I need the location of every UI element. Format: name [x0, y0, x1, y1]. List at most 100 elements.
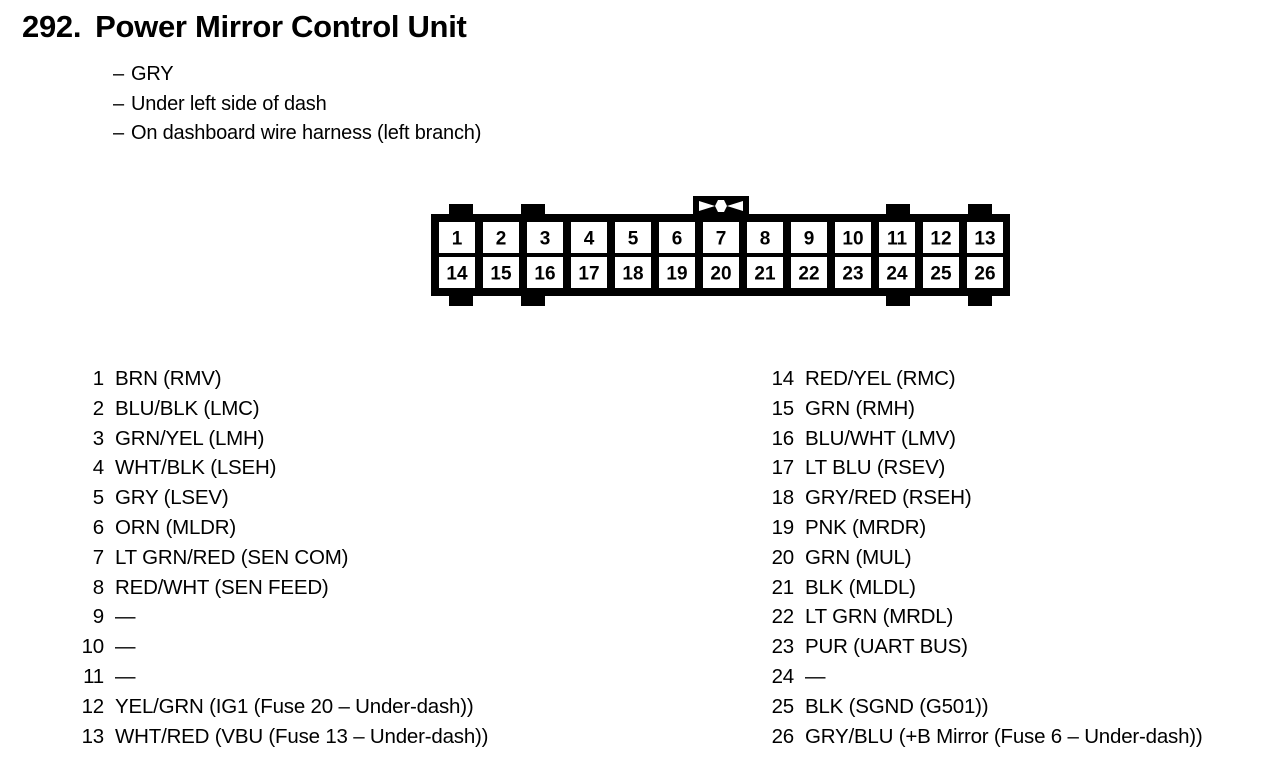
pin-list-item: 4 WHT/BLK (LSEH) — [78, 453, 678, 483]
pin-description: ORN (MLDR) — [115, 515, 236, 539]
pin-list-item: 3 GRN/YEL (LMH) — [78, 424, 678, 454]
connector-pin-19: 19 — [666, 264, 687, 285]
bullet-dash-icon: – — [113, 92, 124, 115]
connector-pin-15: 15 — [490, 264, 512, 285]
pin-number: 19 — [771, 515, 795, 539]
pin-number: 8 — [92, 575, 104, 599]
pin-description: GRN (MUL) — [805, 545, 912, 569]
description-bullet: –Under left side of dash — [113, 90, 813, 120]
connector-pin-9: 9 — [804, 229, 815, 250]
pin-number: 2 — [92, 396, 104, 420]
pin-description: — — [115, 605, 136, 629]
pin-number: 11 — [83, 664, 104, 688]
connector-pin-16: 16 — [534, 264, 555, 285]
pin-number: 24 — [771, 664, 795, 688]
pin-list-item: 18 GRY/RED (RSEH) — [768, 483, 1278, 513]
pin-description: PUR (UART BUS) — [805, 635, 968, 659]
pin-number: 15 — [771, 396, 795, 420]
pin-description: WHT/RED (VBU (Fuse 13 – Under-dash)) — [115, 724, 489, 748]
bowtie-latch-icon — [699, 200, 743, 212]
pin-list-item: 9— — [78, 602, 678, 632]
connector-pin-4: 4 — [584, 229, 595, 250]
pin-list-item: 6 ORN (MLDR) — [78, 513, 678, 543]
page-title-number: 292. — [22, 9, 82, 44]
pin-description: GRN/YEL (LMH) — [115, 426, 265, 450]
pin-description: LT GRN/RED (SEN COM) — [115, 545, 349, 569]
pin-description: RED/WHT (SEN FEED) — [115, 575, 329, 599]
pin-list-item: 2 BLU/BLK (LMC) — [78, 394, 678, 424]
connector-pin-6: 6 — [672, 229, 683, 250]
pin-number: 3 — [92, 426, 104, 450]
pin-number: 18 — [771, 486, 795, 510]
pin-number: 26 — [771, 724, 795, 748]
connector-pin-26: 26 — [974, 264, 995, 285]
pin-number: 25 — [771, 694, 795, 718]
connector-pin-25: 25 — [930, 264, 952, 285]
pin-list-item: 19 PNK (MRDR) — [768, 513, 1278, 543]
pin-description: BLK (MLDL) — [805, 575, 916, 599]
pin-number: 6 — [92, 515, 104, 539]
pin-number: 10 — [81, 635, 105, 659]
pin-description: BLK (SGND (G501)) — [805, 694, 989, 718]
connector-pin-22: 22 — [798, 264, 819, 285]
pin-list-item: 12 YEL/GRN (IG1 (Fuse 20 – Under-dash)) — [78, 692, 678, 722]
bullet-text: Under left side of dash — [131, 92, 327, 115]
pin-description: GRN (RMH) — [805, 396, 915, 420]
pin-description: YEL/GRN (IG1 (Fuse 20 – Under-dash)) — [115, 694, 474, 718]
pin-number: 14 — [771, 367, 795, 390]
pin-number: 5 — [92, 486, 104, 510]
pin-list-item: 5 GRY (LSEV) — [78, 483, 678, 513]
pin-description: RED/YEL (RMC) — [805, 367, 956, 390]
connector-pin-20: 20 — [710, 264, 731, 285]
connector-top-row — [439, 222, 1003, 253]
pin-list-item: 7 LT GRN/RED (SEN COM) — [78, 543, 678, 573]
connector-pin-17: 17 — [578, 264, 599, 285]
bullet-dash-icon: – — [113, 63, 124, 85]
pin-description: GRY/BLU (+B Mirror (Fuse 6 – Under-dash)… — [805, 724, 1203, 748]
pin-number: 13 — [81, 724, 105, 748]
pin-number: 23 — [771, 635, 795, 659]
connector-pin-13: 13 — [974, 229, 995, 250]
connector-pin-21: 21 — [754, 264, 776, 285]
connector-pin-14: 14 — [446, 264, 468, 285]
connector-pin-23: 23 — [842, 264, 863, 285]
bullet-dash-icon: – — [113, 122, 124, 144]
pin-number: 12 — [81, 694, 105, 718]
pin-number: 4 — [92, 456, 104, 480]
connector-bottom-row — [439, 257, 1003, 288]
pin-description: PNK (MRDR) — [805, 515, 926, 539]
connector-pin-3: 3 — [540, 229, 551, 250]
description-bullet: –GRY — [113, 60, 813, 90]
pin-number: 17 — [771, 456, 795, 480]
pin-list-item: 14 RED/YEL (RMC) — [768, 364, 1278, 394]
pin-number: 20 — [771, 545, 795, 569]
connector-pin-18: 18 — [622, 264, 643, 285]
pin-list-item: 24 — — [768, 662, 1278, 692]
pin-description: BLU/BLK (LMC) — [115, 396, 260, 420]
pin-number: 22 — [771, 605, 795, 629]
pin-description: GRY (LSEV) — [115, 486, 229, 510]
connector-pin-2: 2 — [496, 229, 507, 250]
pin-list-item: 11— — [78, 662, 678, 692]
pin-description: GRY/RED (RSEH) — [805, 486, 972, 510]
page-title-text: Power Mirror Control Unit — [95, 9, 467, 44]
pin-description: WHT/BLK (LSEH) — [115, 456, 277, 480]
pin-description: — — [805, 664, 826, 688]
connector-pin-7: 7 — [716, 229, 727, 250]
pin-list-item: 26 GRY/BLU (+B Mirror (Fuse 6 – Under-das… — [768, 722, 1278, 752]
pin-description: LT GRN (MRDL) — [805, 605, 954, 629]
connector-pin-12: 12 — [930, 229, 951, 250]
bullet-text: On dashboard wire harness (left branch) — [131, 122, 482, 144]
pin-list-item: 20 GRN (MUL) — [768, 543, 1278, 573]
pin-number: 9 — [92, 605, 104, 629]
pin-number: 7 — [92, 545, 104, 569]
pin-description: BRN (RMV) — [115, 367, 222, 390]
pin-number: 16 — [771, 426, 795, 450]
